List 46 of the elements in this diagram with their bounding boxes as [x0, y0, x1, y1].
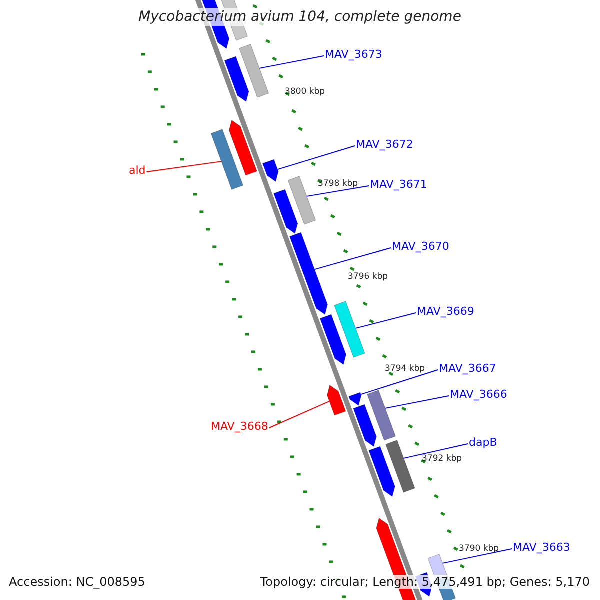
scale-label: 3790 kbp — [459, 544, 500, 554]
leader-line — [442, 548, 512, 564]
gene-label: MAV_3663 — [513, 542, 570, 554]
leader-line — [384, 396, 450, 409]
leader-line — [268, 400, 330, 428]
gene-feature — [334, 301, 366, 358]
leader-line — [403, 444, 468, 459]
leader-line — [314, 248, 392, 270]
gene-feature — [228, 120, 258, 176]
gene-label: MAV_3673 — [325, 48, 382, 62]
gene-feature — [289, 232, 328, 316]
scale-label: 3798 kbp — [318, 179, 358, 189]
leader-line — [360, 370, 438, 396]
leader-line — [146, 161, 222, 172]
gene-label: MAV_3669 — [417, 306, 474, 318]
gene-feature — [224, 56, 250, 102]
leader-line — [277, 146, 356, 170]
gene-label: MAV_3672 — [356, 138, 414, 152]
gene-feature — [353, 404, 377, 448]
gene-feature — [368, 446, 396, 498]
gene-feature — [239, 44, 270, 98]
gene-feature — [348, 392, 362, 406]
gene-feature — [326, 384, 346, 416]
scale-label: 3792 kbp — [422, 454, 462, 464]
scale-label: 3796 kbp — [348, 272, 388, 282]
gene-feature — [367, 390, 396, 441]
gene-feature — [274, 189, 298, 234]
gene-feature — [320, 314, 347, 366]
gene-label: dapB — [469, 436, 498, 450]
scale-label: 3794 kbp — [385, 364, 426, 374]
gene-label: ald — [129, 164, 146, 178]
gene-feature — [210, 129, 244, 190]
genome-info-text: Topology: circular; Length: 5,475,491 bp; Genes: 5,170 — [260, 575, 590, 589]
gene-label: MAV_3667 — [439, 362, 496, 376]
gene-label: MAV_3666 — [450, 388, 508, 402]
gene-feature — [288, 176, 316, 225]
leader-line — [355, 312, 416, 329]
gene-label: MAV_3670 — [392, 240, 450, 254]
accession-text: Accession: NC_008595 — [9, 575, 146, 589]
gene-feature — [262, 159, 279, 182]
scale-label: 3800 kbp — [285, 87, 326, 97]
gene-feature — [386, 440, 416, 493]
leader-line — [259, 56, 324, 69]
gene-label: MAV_3671 — [370, 178, 428, 192]
leader-line — [306, 186, 370, 197]
gene-label: MAV_3668 — [211, 420, 268, 434]
